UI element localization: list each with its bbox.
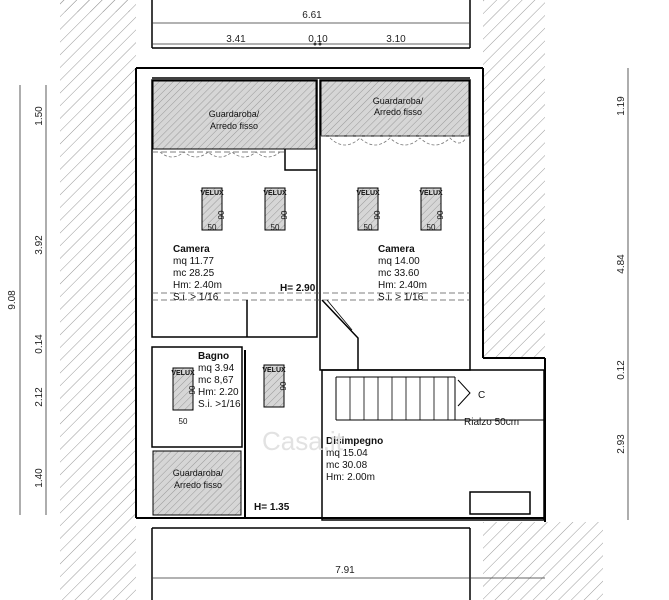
dim-left-5: 1.40 (34, 468, 45, 488)
right-outer-hatch-bottom (483, 522, 603, 600)
camera-right-mc: mc 33.60 (378, 268, 420, 279)
svg-text:50: 50 (179, 417, 188, 426)
dim-tick (313, 42, 317, 46)
svg-text:50: 50 (208, 223, 217, 232)
bagno-name: Bagno (198, 351, 229, 362)
camera-right-si: S.i. > 1/16 (378, 292, 424, 303)
dim-bottom-total: 7.91 (335, 565, 355, 576)
bagno-hm: Hm: 2.20 (198, 387, 239, 398)
camera-right-mq: mq 14.00 (378, 256, 420, 267)
velux-window-2: VELUX 50 90 (263, 187, 289, 232)
wardrobe-bottom-label-2: Arredo fisso (174, 480, 222, 490)
camera-right-name: Camera (378, 244, 415, 255)
disimpegno-mq: mq 15.04 (326, 448, 368, 459)
svg-text:50: 50 (271, 223, 280, 232)
camera-left-outline (151, 79, 318, 338)
svg-text:VELUX: VELUX (200, 190, 224, 197)
door-swing (159, 151, 281, 158)
bagno-si: S.i. >1/16 (198, 399, 241, 410)
velux-window-4: VELUX 50 90 (419, 187, 445, 232)
svg-text:VELUX: VELUX (263, 190, 287, 197)
velux-window-1: VELUX 50 90 (200, 187, 226, 232)
door-swing (329, 137, 467, 146)
svg-text:VELUX: VELUX (171, 370, 195, 377)
dim-tick (318, 42, 322, 46)
svg-text:90: 90 (436, 210, 445, 219)
svg-text:90: 90 (373, 210, 382, 219)
bagno-outline (151, 346, 243, 448)
svg-text:50: 50 (364, 223, 373, 232)
camera-right-hm: Hm: 2.40m (378, 280, 427, 291)
wardrobe-left-label-1: Guardaroba/ (209, 109, 260, 119)
corridor-diagonal (321, 299, 359, 370)
dim-right-2: 4.84 (616, 254, 627, 274)
svg-text:90: 90 (217, 210, 226, 219)
velux-window-6: VELUX 90 (262, 364, 288, 408)
camera-left-notch (284, 149, 317, 171)
dim-top-total: 6.61 (302, 10, 322, 21)
bagno-mq: mq 3.94 (198, 363, 235, 374)
dim-right-4: 2.93 (616, 434, 627, 454)
wardrobe-left (152, 80, 317, 150)
disimpegno-hm: Hm: 2.00m (326, 472, 375, 483)
height-135-label: H= 1.35 (254, 502, 290, 513)
dim-left-2: 3.92 (34, 235, 45, 255)
svg-text:VELUX: VELUX (262, 367, 286, 374)
corridor-diagonal-2 (326, 299, 353, 331)
dim-top-right: 3.10 (386, 34, 406, 45)
stair-arrow (457, 379, 471, 407)
right-outer-hatch-top (483, 0, 545, 358)
svg-text:50: 50 (427, 223, 436, 232)
stair-treads (349, 377, 449, 420)
dim-left-3: 0.14 (34, 334, 45, 354)
small-box (469, 491, 531, 515)
disimpegno-mc: mc 30.08 (326, 460, 368, 471)
left-outer-hatch (60, 0, 136, 600)
disimpegno-name: Disimpegno (326, 436, 383, 447)
rialzo-label: Rialzo 50cm (464, 417, 519, 428)
velux-window-3: VELUX 50 90 (356, 187, 382, 232)
wardrobe-bottom (152, 450, 242, 516)
dim-right-1: 1.19 (616, 96, 627, 116)
svg-text:90: 90 (279, 381, 288, 390)
bagno-mc: mc 8,67 (198, 375, 234, 386)
wardrobe-left-label-2: Arredo fisso (210, 121, 258, 131)
wardrobe-right-label-1: Guardaroba/ (373, 96, 424, 106)
svg-text:VELUX: VELUX (356, 190, 380, 197)
svg-text:VELUX: VELUX (419, 190, 443, 197)
camera-left-name: Camera (173, 244, 210, 255)
watermark: Casa.it (262, 426, 344, 456)
dim-left-4: 2.12 (34, 387, 45, 407)
velux-window-5: VELUX 50 90 (171, 367, 197, 426)
camera-left-mc: mc 28.25 (173, 268, 215, 279)
camera-left-mq: mq 11.77 (173, 256, 214, 267)
dim-right-3: 0.12 (616, 360, 627, 380)
wardrobe-bottom-label-1: Guardaroba/ (173, 468, 224, 478)
dim-left-total: 9.08 (7, 290, 18, 310)
camera-left-si: S.i. > 1/16 (173, 292, 219, 303)
svg-text:90: 90 (280, 210, 289, 219)
dim-left-1: 1.50 (34, 106, 45, 126)
dim-top-left: 3.41 (226, 34, 246, 45)
dim-top-mid: 0.10 (308, 34, 328, 45)
top-left-hatch (60, 0, 130, 12)
wardrobe-right (320, 80, 470, 137)
stair-c-label: C (478, 390, 485, 401)
height-290-label: H= 2.90 (280, 283, 316, 294)
svg-text:90: 90 (188, 385, 197, 394)
camera-left-hm: Hm: 2.40m (173, 280, 222, 291)
wardrobe-right-label-2: Arredo fisso (374, 107, 422, 117)
